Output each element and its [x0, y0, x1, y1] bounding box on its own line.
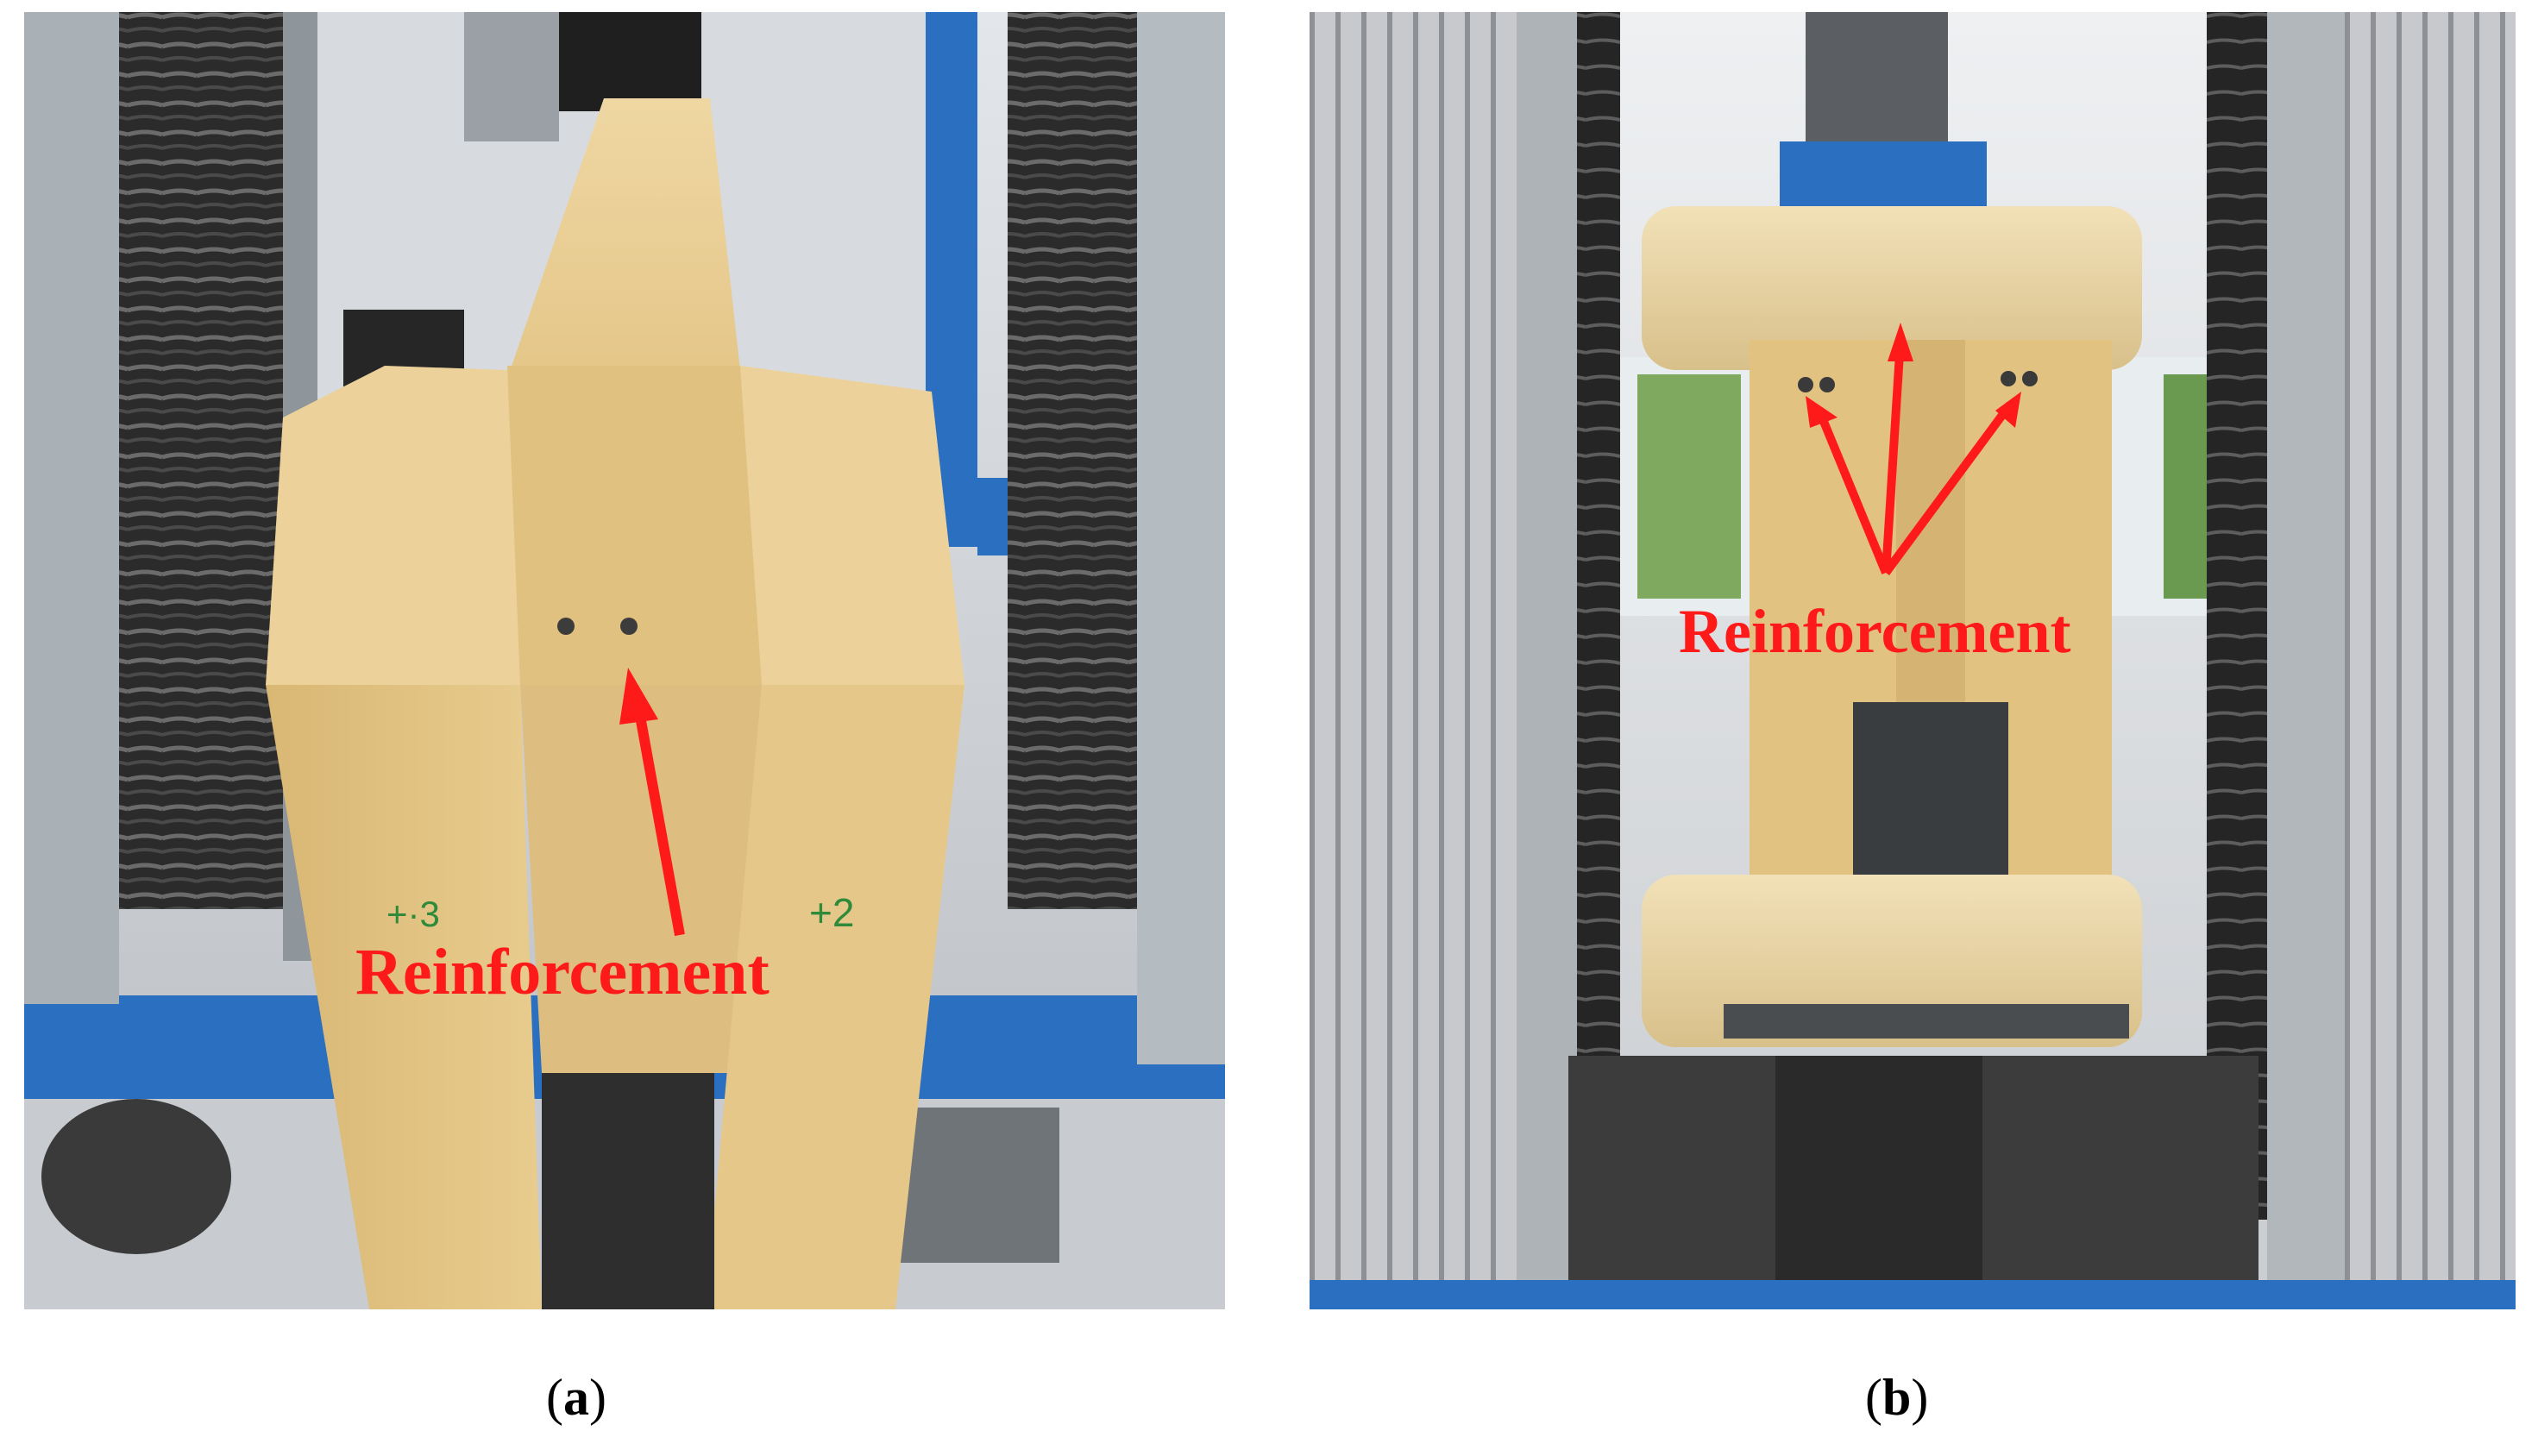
timber-mark-3: +·3	[386, 894, 440, 934]
reinforcement-label-a: Reinforcement	[355, 936, 770, 1008]
photo-a: +·3 +2 Reinforcement	[24, 12, 1225, 1309]
caption-b: (b)	[1865, 1369, 1929, 1426]
caption-a: (a)	[546, 1369, 606, 1426]
annotation-arrow-a	[633, 705, 685, 937]
photo-b: Reinforcement	[1310, 12, 2516, 1309]
caption-a-letter: a	[562, 1369, 589, 1426]
arrow-head-b2	[1888, 323, 1913, 361]
photo-panel-a: +·3 +2 Reinforcement	[24, 12, 1225, 1309]
arrow-head-b1	[1806, 396, 1838, 428]
arrow-head-a	[619, 668, 658, 725]
reinforcement-label-b: Reinforcement	[1679, 597, 2071, 666]
arrow-head-b3	[1995, 392, 2021, 428]
annotation-arrows-b	[1814, 339, 2014, 575]
photo-panel-b: Reinforcement	[1310, 12, 2516, 1309]
timber-mark-2: +2	[809, 890, 854, 935]
caption-b-letter: b	[1882, 1369, 1912, 1426]
